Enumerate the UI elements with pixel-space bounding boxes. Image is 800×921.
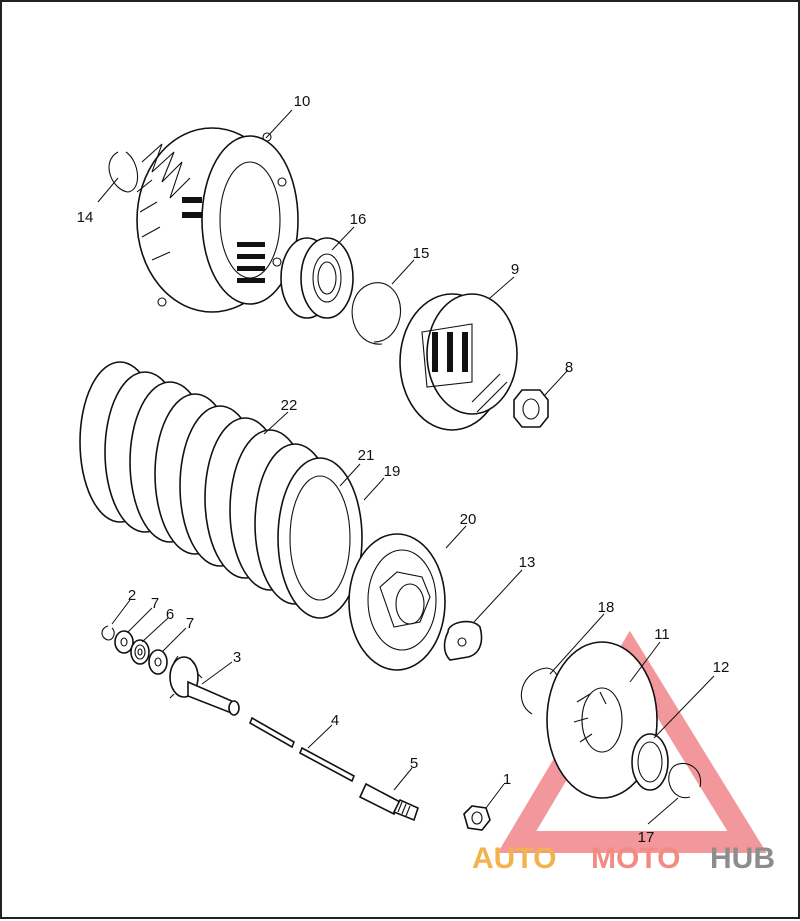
washer-1 xyxy=(114,630,134,654)
callout-22: 22 xyxy=(281,397,298,414)
watermark-hub: HUB xyxy=(710,842,775,875)
callout-17: 17 xyxy=(638,829,655,846)
watermark-moto: MOTO xyxy=(591,842,680,875)
callout-1: 1 xyxy=(503,771,511,788)
callout-5: 5 xyxy=(410,755,418,772)
bearing xyxy=(280,237,354,319)
snap-ring xyxy=(351,282,402,345)
retaining-ring xyxy=(108,151,139,193)
callout-labels: 10 14 16 15 9 8 22 21 19 20 13 2 7 6 7 3… xyxy=(77,93,730,846)
callout-14: 14 xyxy=(77,209,94,226)
spring-seat xyxy=(631,733,669,791)
callout-8: 8 xyxy=(565,359,573,376)
hub-nut xyxy=(513,389,549,428)
adjusting-bolt xyxy=(358,782,419,822)
locknut xyxy=(463,805,491,831)
release-gear-shaft xyxy=(169,655,240,716)
callout-12: 12 xyxy=(713,659,730,676)
washer-2 xyxy=(148,649,168,675)
pressure-plate xyxy=(348,533,446,671)
clutch-plate-stack xyxy=(79,361,363,619)
callout-7a: 7 xyxy=(151,595,159,612)
clutch-hub xyxy=(399,293,518,431)
spring-clip xyxy=(101,625,115,641)
callout-11: 11 xyxy=(654,626,670,643)
callout-2: 2 xyxy=(128,587,136,604)
lock-plate xyxy=(443,620,483,661)
pushrod xyxy=(248,716,356,783)
callout-7b: 7 xyxy=(186,615,194,632)
callout-18: 18 xyxy=(598,599,615,616)
callout-3: 3 xyxy=(233,649,241,666)
callout-6: 6 xyxy=(166,606,174,623)
callout-9: 9 xyxy=(511,261,519,278)
callout-4: 4 xyxy=(331,712,339,729)
callout-10: 10 xyxy=(294,93,311,110)
clutch-shell xyxy=(136,127,299,313)
retaining-ring-small xyxy=(668,762,702,799)
leader-lines xyxy=(97,109,715,825)
callout-16: 16 xyxy=(350,211,367,228)
callout-19: 19 xyxy=(384,463,401,480)
callout-13: 13 xyxy=(519,554,536,571)
callout-15: 15 xyxy=(413,245,430,262)
callout-20: 20 xyxy=(460,511,477,528)
diaphragm-spring xyxy=(546,641,658,799)
watermark-auto: AUTO xyxy=(472,842,556,875)
callout-21: 21 xyxy=(358,447,375,464)
watermark-logo: AUTO MOTO HUB xyxy=(472,842,775,875)
thrust-bearing xyxy=(130,639,150,665)
